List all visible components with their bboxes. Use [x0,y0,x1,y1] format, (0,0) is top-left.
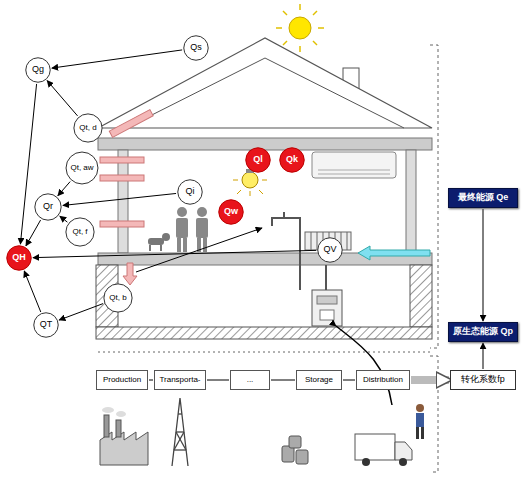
oil-rig [172,398,188,466]
delivery-person [416,404,424,439]
process-box: 转化系数fp [450,370,516,390]
energy-circle: QV [317,237,343,263]
energy-circle: Qt, aw [65,151,99,185]
persons [176,207,208,252]
connector [149,380,153,381]
radiator [305,232,351,290]
connector [47,81,77,116]
energy-circle: Qt, d [73,113,103,143]
roof-inner [126,58,404,128]
energy-circle: Qr [34,193,62,221]
node-label: QV [323,245,336,255]
node-label: Qt, aw [70,164,93,173]
dog [148,233,170,251]
connector [63,193,176,205]
process-box: Production [96,370,148,390]
energy-circle: Qt, b [103,283,133,313]
connector [59,304,103,320]
fuel-supply-line [336,326,392,405]
connector [483,209,484,321]
energy-circle: QT [33,312,59,338]
connector [207,380,229,381]
energy-circle: Qk [279,147,305,173]
connector [411,376,449,384]
node-label: Qt, f [72,228,87,237]
node-label: Qg [32,65,44,75]
basement-wall [410,265,432,327]
node-label: 最终能源 Qe [458,193,509,203]
sun [276,4,324,52]
connector [52,50,182,68]
process-box: 原生态能源 Qp [448,322,518,342]
ceiling-slab [98,138,432,150]
process-box: Storage [296,370,342,390]
connector [271,380,295,381]
energy-circle: Qi [177,179,203,205]
boiler [312,290,342,326]
node-label: Qt, d [79,124,96,133]
node-label: Qi [186,187,195,197]
node-label: ... [247,376,254,385]
energy-circle: Qg [25,57,51,83]
node-label: Qw [224,207,238,217]
process-box: Transporta- [154,370,206,390]
barrels [282,436,308,464]
connector [58,182,70,196]
connector [26,220,41,246]
factory [100,407,148,465]
node-label: QT [40,320,53,330]
ventilation-arrow [358,246,430,260]
node-label: Qr [43,202,53,212]
node-label: Production [103,376,141,385]
truck [355,434,412,466]
air-conditioner [312,152,396,178]
node-label: Storage [305,376,333,385]
energy-circle: Qt, f [65,217,95,247]
heat-loss-bars [100,110,153,285]
connector [24,271,41,312]
separator [98,352,430,353]
energy-circle: Qs [183,35,209,61]
node-label: Qs [190,43,202,53]
node-label: 转化系数fp [461,375,505,385]
node-label: Transporta- [159,376,200,385]
connector [60,216,68,222]
process-box: ... [230,370,270,390]
energy-circle: Qw [218,199,244,225]
basement-floor [96,327,432,339]
node-label: QH [12,253,26,263]
process-box: Distribution [356,370,410,390]
node-label: 原生态能源 Qp [453,327,513,337]
bracket [430,45,438,348]
connector [33,250,316,257]
connector [343,380,355,381]
node-label: Ql [253,155,263,165]
node-label: Distribution [363,376,403,385]
node-label: Qk [286,155,298,165]
energy-circle: Ql [245,147,271,173]
node-label: Qt, b [109,294,126,303]
left-wall [118,150,128,253]
water-arrow [136,228,262,272]
bracket [430,356,438,472]
right-wall [406,150,416,253]
process-box: 最终能源 Qe [448,188,518,208]
connector [483,343,484,369]
energy-circle: QH [6,245,32,271]
connector [20,84,36,244]
